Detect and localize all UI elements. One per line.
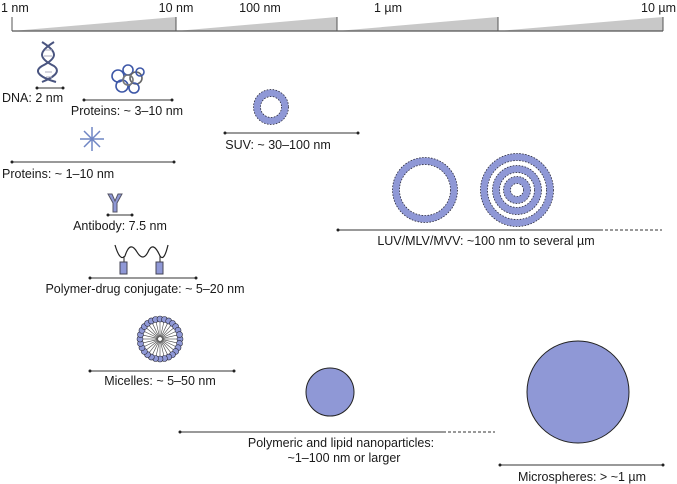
antibody-label: Antibody: 7.5 nm bbox=[73, 219, 167, 233]
polymer-chain-icon bbox=[114, 244, 169, 259]
tick-label: 1 µm bbox=[374, 1, 402, 15]
nanoparticle-label-line2: ~1–100 nm or larger bbox=[288, 451, 401, 465]
lipid-head bbox=[176, 331, 183, 338]
suv-label: SUV: ~ 30–100 nm bbox=[225, 138, 331, 152]
scale-wedge bbox=[498, 17, 663, 31]
scale-wedge bbox=[176, 17, 337, 31]
log-scale-axis: 1 nm 10 nm 100 nm 1 µm 10 µm bbox=[1, 1, 676, 32]
dna-item: DNA: 2 nm bbox=[2, 41, 65, 105]
dna-label: DNA: 2 nm bbox=[2, 91, 63, 105]
microsphere-icon bbox=[526, 340, 630, 444]
luv-label: LUV/MLV/MVV: ~100 nm to several µm bbox=[377, 234, 594, 248]
microsphere-label: Microspheres: > ~1 µm bbox=[518, 470, 646, 484]
protein-3-10-item: Proteins: ~ 3–10 nm bbox=[71, 64, 183, 118]
luv-mlv-item: LUV/MLV/MVV: ~100 nm to several µm bbox=[336, 153, 662, 248]
antibody-y-icon bbox=[107, 193, 123, 213]
micelle-icon bbox=[136, 315, 184, 363]
polymer-drug-item: Polymer-drug conjugate: ~ 5–20 nm bbox=[45, 244, 245, 296]
nanoparticle-label-line1: Polymeric and lipid nanoparticles: bbox=[248, 436, 434, 450]
snowflake-protein-icon bbox=[80, 127, 104, 151]
microsphere-item: Microspheres: > ~1 µm bbox=[498, 340, 665, 484]
suv-item: SUV: ~ 30–100 nm bbox=[223, 89, 360, 152]
mlv-vesicle-icon bbox=[480, 153, 554, 227]
protein-1-10-item: Proteins: ~ 1–10 nm bbox=[2, 127, 176, 181]
nanoparticle-icon bbox=[305, 367, 355, 417]
tick-label: 10 µm bbox=[641, 1, 676, 15]
nanoparticle-item: Polymeric and lipid nanoparticles: ~1–10… bbox=[178, 367, 495, 465]
polymer-drug-label: Polymer-drug conjugate: ~ 5–20 nm bbox=[45, 282, 244, 296]
scale-wedge bbox=[12, 17, 176, 31]
dna-helix-icon bbox=[37, 41, 58, 83]
micelle-label: Micelles: ~ 5–50 nm bbox=[104, 374, 216, 388]
antibody-item: Antibody: 7.5 nm bbox=[73, 193, 167, 233]
drug-icon bbox=[155, 261, 164, 275]
tick-label: 10 nm bbox=[159, 1, 194, 15]
protein-label: Proteins: ~ 1–10 nm bbox=[2, 167, 114, 181]
protein-blob-icon bbox=[111, 64, 145, 94]
suv-vesicle-icon bbox=[253, 89, 289, 125]
micelle-item: Micelles: ~ 5–50 nm bbox=[88, 315, 236, 388]
protein-label: Proteins: ~ 3–10 nm bbox=[71, 104, 183, 118]
scale-wedge bbox=[337, 17, 498, 31]
luv-vesicle-icon bbox=[392, 157, 458, 223]
drug-icon bbox=[119, 261, 128, 275]
tick-label: 1 nm bbox=[1, 1, 29, 15]
tick-label: 100 nm bbox=[239, 1, 281, 15]
